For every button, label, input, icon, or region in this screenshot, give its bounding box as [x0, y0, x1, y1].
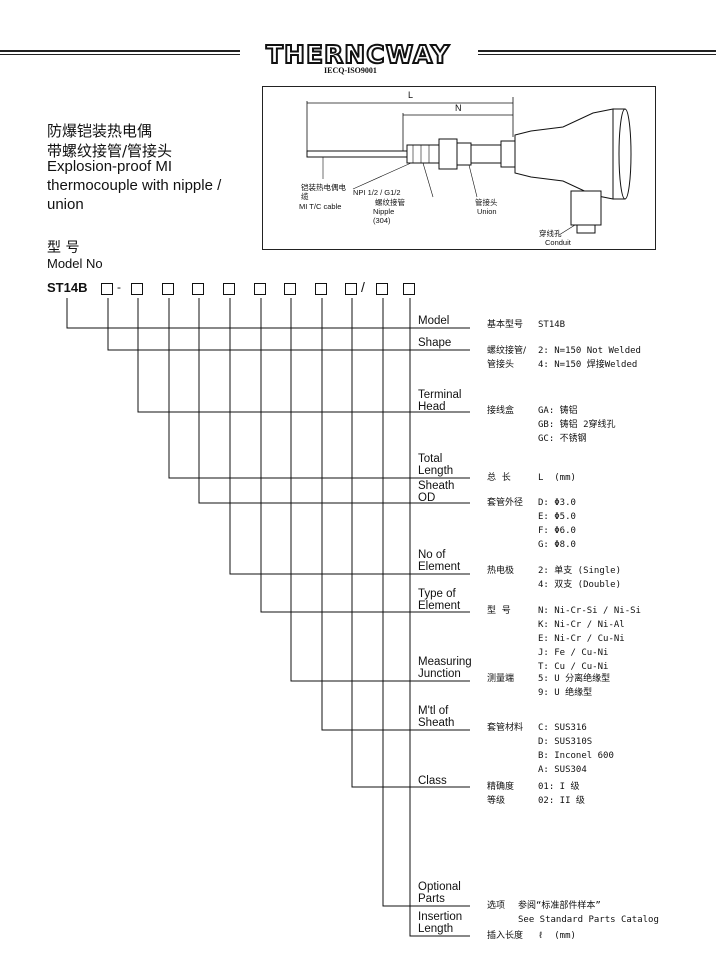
brand-logo: THERNCWAY [265, 39, 451, 70]
header-rule-left [0, 50, 240, 55]
field-values-sheath-od: D: Φ3.0 E: Φ5.0 F: Φ6.0 G: Φ8.0 [538, 498, 576, 550]
cable-zh-label: 铠装热电偶电缆 [301, 183, 346, 201]
dim-l-label: L [408, 90, 414, 100]
title-zh-line1: 防爆铠装热电偶 [47, 122, 153, 140]
nipple-material-label: (304) [373, 216, 391, 225]
title-en-line2: thermocouple with nipple / [47, 177, 222, 194]
field-desc-insertion-length: 插入长度 [487, 931, 524, 941]
field-desc-model: 基本型号 [487, 320, 524, 330]
field-desc-sheath-material: 套管材料 [487, 723, 524, 733]
thermocouple-drawing [306, 97, 632, 236]
field-label-insertion-length: Insertion Length [418, 911, 463, 935]
field-values-measuring-junction: 5: U 分离绝缘型 9: U 绝缘型 [538, 674, 611, 698]
code-box-measuring-junction [284, 283, 296, 295]
conduit-en-label: Conduit [545, 238, 571, 247]
field-label-no-of-element: No of Element [418, 549, 461, 573]
field-label-type-of-element: Type of Element [418, 588, 461, 612]
code-box-sheath-material [315, 283, 327, 295]
model-heading-en: Model No [47, 256, 103, 271]
field-values-insertion-length: ℓ (mm) [538, 931, 576, 941]
code-box-total-length [162, 283, 174, 295]
thread-label: NPI 1/2 / G1/2 [353, 188, 401, 197]
field-desc-sheath-od: 套管外径 [487, 498, 524, 508]
model-code: ST14B [47, 280, 88, 295]
union-zh-label: 管接头 [475, 198, 498, 207]
code-box-no-of-element [223, 283, 235, 295]
code-dash: - [117, 280, 121, 294]
title-en-line1: Explosion-proof MI [47, 158, 173, 175]
field-label-class: Class [418, 775, 447, 787]
nipple-en-label: Nipple [373, 207, 395, 216]
title-en-line3: union [47, 196, 84, 213]
field-values-sheath-material: C: SUS316 D: SUS310S B: Inconel 600 A: S… [538, 723, 614, 775]
code-box-shape [101, 283, 113, 295]
code-box-sheath-od [192, 283, 204, 295]
field-values-model: ST14B [538, 320, 566, 330]
header-rule-right [478, 50, 716, 55]
field-values-total-length: L (mm) [538, 473, 576, 483]
field-desc-type-of-element: 型 号 [487, 606, 511, 616]
product-diagram: L N 铠装热电偶电缆 MI T/C cable NPI 1/2 / G1/2 … [262, 86, 656, 250]
field-desc-class: 精确度 等级 [487, 782, 515, 806]
title-zh-line2: 带螺纹接管/管接头 [47, 142, 173, 160]
field-values-type-of-element: N: Ni-Cr-Si / Ni-Si K: Ni-Cr / Ni-Al E: … [538, 606, 641, 672]
nipple-zh-label: 螺纹接管 [375, 198, 405, 207]
code-box-class [345, 283, 357, 295]
code-box-terminal-head [131, 283, 143, 295]
field-label-shape: Shape [418, 337, 452, 349]
field-values-no-of-element: 2: 单支 (Single) 4: 双支 (Double) [538, 566, 622, 590]
field-label-terminal-head: Terminal Head [418, 389, 462, 413]
code-slash: / [361, 279, 365, 295]
field-label-sheath-od: Sheath OD [418, 480, 455, 504]
field-label-optional-parts: Optional Parts [418, 881, 461, 905]
dim-n-label: N [455, 103, 462, 113]
code-box-optional [376, 283, 388, 295]
field-values-optional-parts: 参阅“标准部件样本” See Standard Parts Catalog [518, 901, 659, 925]
field-desc-terminal-head: 接线盒 [487, 406, 515, 416]
certification-text: IECQ-ISO9001 [324, 66, 377, 75]
field-label-total-length: Total Length [418, 453, 454, 477]
field-values-class: 01: I 级 02: II 级 [538, 782, 585, 806]
field-desc-total-length: 总 长 [487, 473, 511, 483]
field-desc-shape: 螺纹接管/ 管接头 [487, 346, 527, 370]
field-label-sheath-material: M'tl of Sheath [418, 705, 455, 729]
field-desc-optional-parts: 选项 [487, 901, 506, 911]
model-heading-zh: 型 号 [47, 240, 80, 256]
code-box-insertion-length [403, 283, 415, 295]
field-label-measuring-junction: Measuring Junction [418, 656, 472, 680]
field-label-model: Model [418, 315, 450, 327]
field-values-terminal-head: GA: 铸铝 GB: 铸铝 2穿线孔 GC: 不锈钢 [538, 406, 616, 444]
field-values-shape: 2: N=150 Not Welded 4: N=150 焊接Welded [538, 346, 641, 370]
field-desc-no-of-element: 热电极 [487, 566, 515, 576]
field-desc-measuring-junction: 测量端 [487, 674, 515, 684]
code-box-type-of-element [254, 283, 266, 295]
conduit-zh-label: 穿线孔 [539, 229, 562, 238]
union-en-label: Union [477, 207, 497, 216]
cable-en-label: MI T/C cable [299, 202, 342, 211]
